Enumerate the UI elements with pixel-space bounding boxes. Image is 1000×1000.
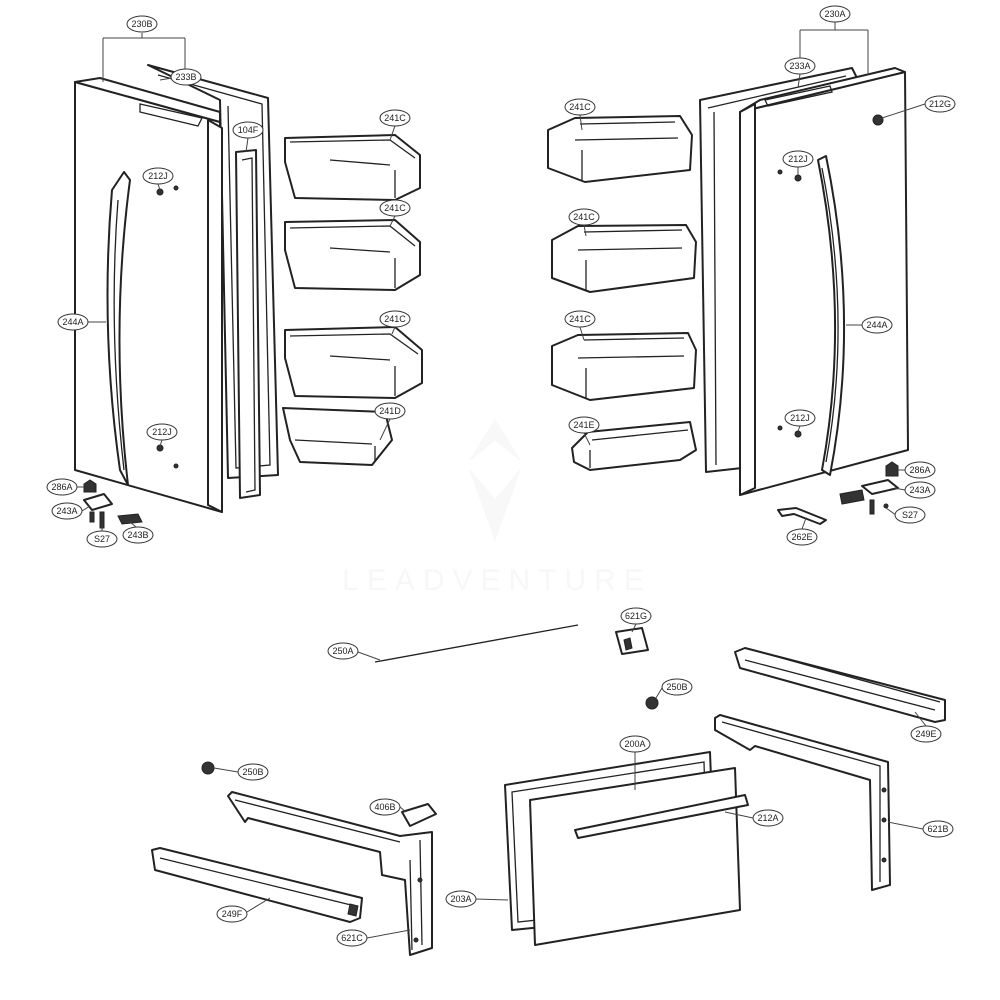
callout-S27-l: S27 — [86, 526, 118, 548]
right-door-assembly — [699, 67, 909, 525]
label-244A-l: 244A — [62, 317, 83, 327]
label-230B: 230B — [131, 19, 152, 29]
label-621G: 621G — [625, 611, 647, 621]
label-621B: 621B — [927, 824, 948, 834]
label-241D: 241D — [379, 406, 401, 416]
callout-212J-r2: 212J — [784, 409, 816, 432]
left-door-assembly — [74, 64, 279, 529]
label-406B: 406B — [374, 802, 395, 812]
label-241C-r2: 241C — [573, 212, 595, 222]
callout-250B-r: 250B — [655, 678, 693, 699]
watermark-text: LEADVENTURE — [342, 564, 652, 597]
callout-212J-l1: 212J — [142, 167, 174, 191]
callout-241C-l3: 241C — [379, 310, 411, 335]
callout-250B-l: 250B — [213, 763, 269, 781]
label-250B-l: 250B — [242, 767, 263, 777]
callout-241C-l1: 241C — [379, 109, 411, 141]
callout-241C-r1: 241C — [564, 98, 596, 131]
callout-230B: 230B — [102, 15, 186, 82]
label-250B-r: 250B — [666, 682, 687, 692]
label-212J-l1: 212J — [148, 171, 168, 181]
label-233B: 233B — [175, 72, 196, 82]
callout-241C-r3: 241C — [564, 310, 596, 341]
label-233A: 233A — [789, 61, 810, 71]
callout-241C-r2: 241C — [568, 208, 600, 237]
callout-241E: 241E — [568, 416, 600, 446]
callout-233B: 233B — [159, 68, 202, 86]
label-200A: 200A — [624, 739, 645, 749]
label-243A-r: 243A — [909, 485, 930, 495]
label-212G: 212G — [929, 99, 951, 109]
watermark: LEADVENTURE — [342, 419, 652, 597]
label-212J-l2: 212J — [152, 427, 172, 437]
label-286A-l: 286A — [51, 482, 72, 492]
callout-S27-r: S27 — [885, 506, 926, 524]
label-249F: 249F — [222, 909, 243, 919]
label-243A-l: 243A — [56, 506, 77, 516]
callout-203A: 203A — [445, 890, 509, 908]
callout-286A-l: 286A — [46, 478, 84, 496]
callout-200A: 200A — [619, 735, 651, 790]
label-241C-l3: 241C — [384, 314, 406, 324]
label-230A: 230A — [824, 9, 845, 19]
callout-286A-r: 286A — [898, 461, 936, 479]
callout-406B: 406B — [369, 798, 407, 816]
label-212J-r1: 212J — [788, 154, 808, 164]
left-door-bins — [282, 134, 423, 466]
callout-262E: 262E — [786, 517, 818, 546]
callout-621B: 621B — [887, 820, 954, 838]
label-241E: 241E — [573, 420, 594, 430]
label-212A: 212A — [757, 813, 778, 823]
label-241C-l1: 241C — [384, 113, 406, 123]
label-621C: 621C — [341, 933, 363, 943]
callout-250A: 250A — [327, 642, 381, 661]
callout-104F: 104F — [232, 121, 264, 153]
label-S27-l: S27 — [94, 534, 110, 544]
label-104F: 104F — [238, 125, 259, 135]
callout-212G: 212G — [881, 95, 956, 119]
callout-621G: 621G — [620, 607, 652, 633]
label-250A: 250A — [332, 646, 353, 656]
label-243B: 243B — [127, 530, 148, 540]
callout-labels: 230B 233B 104F 241C 241C 241C — [46, 5, 956, 947]
callout-212J-l2: 212J — [146, 423, 178, 447]
callout-243A-r: 243A — [893, 481, 936, 499]
label-244A-r: 244A — [866, 320, 887, 330]
callout-243A-l: 243A — [51, 502, 91, 520]
label-241C-r3: 241C — [569, 314, 591, 324]
callout-243B: 243B — [122, 521, 154, 544]
label-286A-r: 286A — [909, 465, 930, 475]
label-203A: 203A — [450, 894, 471, 904]
callout-241C-l2: 241C — [379, 199, 411, 227]
callout-212J-r1: 212J — [782, 150, 814, 175]
callout-241D: 241D — [374, 402, 406, 441]
callout-621C: 621C — [336, 929, 411, 947]
callout-230A: 230A — [799, 5, 869, 75]
callout-249E: 249E — [910, 711, 942, 743]
label-262E: 262E — [791, 532, 812, 542]
callout-244A-l: 244A — [57, 313, 106, 331]
label-241C-l2: 241C — [384, 203, 406, 213]
callout-233A: 233A — [784, 57, 816, 89]
right-door-bins — [547, 115, 697, 471]
callout-244A-r: 244A — [846, 316, 893, 334]
label-212J-r2: 212J — [790, 413, 810, 423]
callout-249F: 249F — [216, 897, 271, 923]
drawer-assembly — [151, 624, 946, 956]
label-241C-r1: 241C — [569, 102, 591, 112]
callout-212A: 212A — [724, 809, 784, 827]
label-249E: 249E — [915, 729, 936, 739]
label-S27-r: S27 — [902, 510, 918, 520]
